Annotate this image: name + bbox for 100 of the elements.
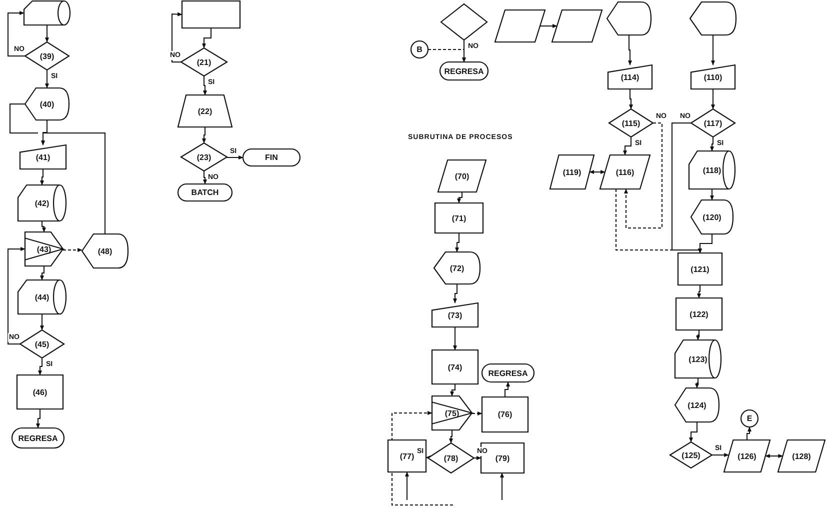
process-box xyxy=(678,253,722,285)
step-number: (126) xyxy=(738,452,756,460)
arrow xyxy=(62,248,82,252)
symbol-label: E xyxy=(746,414,752,423)
arrow xyxy=(45,24,49,42)
decision-diamond xyxy=(20,330,64,358)
step-number: (72) xyxy=(450,264,464,272)
step-number: (117) xyxy=(704,118,722,128)
arrow xyxy=(453,284,458,304)
arrow xyxy=(628,34,632,66)
tape-symbol xyxy=(18,185,66,221)
arrow xyxy=(500,472,504,500)
step-number: (23) xyxy=(196,152,212,162)
arrow xyxy=(711,34,715,66)
arrow xyxy=(202,126,206,144)
arrow xyxy=(203,76,207,96)
arrow xyxy=(455,232,460,252)
tape-symbol xyxy=(18,280,66,314)
arrow xyxy=(695,378,699,388)
step-number: (122) xyxy=(690,310,708,318)
step-number: (77) xyxy=(400,452,414,460)
display-symbol xyxy=(675,388,719,422)
arrow xyxy=(457,192,462,204)
decision-diamond xyxy=(441,4,487,40)
step-number: (79) xyxy=(495,454,510,462)
display-symbol xyxy=(434,252,480,284)
sort-symbol xyxy=(432,396,472,430)
arrow xyxy=(202,28,212,48)
arrow xyxy=(449,430,453,444)
step-number: (76) xyxy=(498,410,512,419)
arrow xyxy=(38,358,42,376)
arrow xyxy=(41,132,106,234)
arrow xyxy=(453,326,457,350)
step-number: (74) xyxy=(448,362,462,372)
arrow xyxy=(696,330,700,340)
decision-diamond xyxy=(25,42,69,70)
arrow xyxy=(697,284,701,298)
manual-input-symbol xyxy=(608,65,652,89)
arrow xyxy=(504,382,510,398)
arrow xyxy=(764,454,784,458)
symbol-label: FIN xyxy=(265,153,278,162)
arrow xyxy=(472,412,482,416)
step-number: (22) xyxy=(198,106,212,116)
arrow xyxy=(689,422,698,442)
decision-diamond xyxy=(670,442,712,468)
step-number: (123) xyxy=(688,354,708,364)
arrow xyxy=(8,247,26,344)
arrow xyxy=(45,70,49,88)
input-output-parallelogram xyxy=(600,155,650,189)
step-number: (120) xyxy=(702,212,722,222)
display-symbol xyxy=(25,88,69,120)
arrow xyxy=(36,408,40,428)
arrow xyxy=(710,136,714,152)
manual-input-symbol xyxy=(432,303,478,327)
arrow xyxy=(698,234,712,254)
step-number: (110) xyxy=(704,72,722,82)
input-output-parallelogram xyxy=(550,155,594,189)
step-number: (124) xyxy=(688,400,706,410)
arrow xyxy=(405,472,409,500)
process-box xyxy=(482,397,528,432)
step-number: (73) xyxy=(448,310,462,320)
display-symbol xyxy=(690,2,736,35)
input-output-parallelogram xyxy=(495,10,545,42)
arrow xyxy=(623,136,632,156)
arrow xyxy=(172,12,182,62)
arrow xyxy=(540,24,558,28)
arrow xyxy=(40,314,44,330)
step-number: (71) xyxy=(452,214,466,222)
decision-diamond xyxy=(181,143,227,171)
step-number: (44) xyxy=(34,292,50,302)
step-number: (40) xyxy=(40,100,54,108)
tape-symbol xyxy=(675,340,721,378)
arrow xyxy=(711,88,715,110)
display-symbol xyxy=(607,2,651,35)
arrow xyxy=(40,266,44,280)
display-symbol xyxy=(82,234,128,268)
process-box xyxy=(676,298,722,330)
decision-diamond xyxy=(691,109,735,137)
symbol-label: BATCH xyxy=(191,188,219,197)
connector-circle xyxy=(741,410,758,427)
input-output-parallelogram xyxy=(778,440,825,472)
step-number: (43) xyxy=(36,244,52,254)
tape-symbol xyxy=(689,151,735,189)
manual-operation-symbol xyxy=(178,95,232,127)
step-number: (119) xyxy=(562,168,582,176)
display-symbol xyxy=(691,200,733,234)
process-box xyxy=(435,203,483,233)
step-number: (115) xyxy=(622,118,640,128)
decision-diamond xyxy=(181,48,227,76)
step-number: (121) xyxy=(690,264,710,274)
input-output-parallelogram xyxy=(438,160,486,192)
step-number: (78) xyxy=(444,454,458,462)
tape-symbol xyxy=(24,1,70,25)
arrow xyxy=(589,170,606,174)
process-box xyxy=(388,440,426,472)
step-number: (70) xyxy=(454,172,470,180)
connector-circle xyxy=(411,41,428,58)
symbol-label: REGRESA xyxy=(488,368,528,378)
step-number: (75) xyxy=(444,408,460,418)
step-number: (39) xyxy=(40,52,54,60)
